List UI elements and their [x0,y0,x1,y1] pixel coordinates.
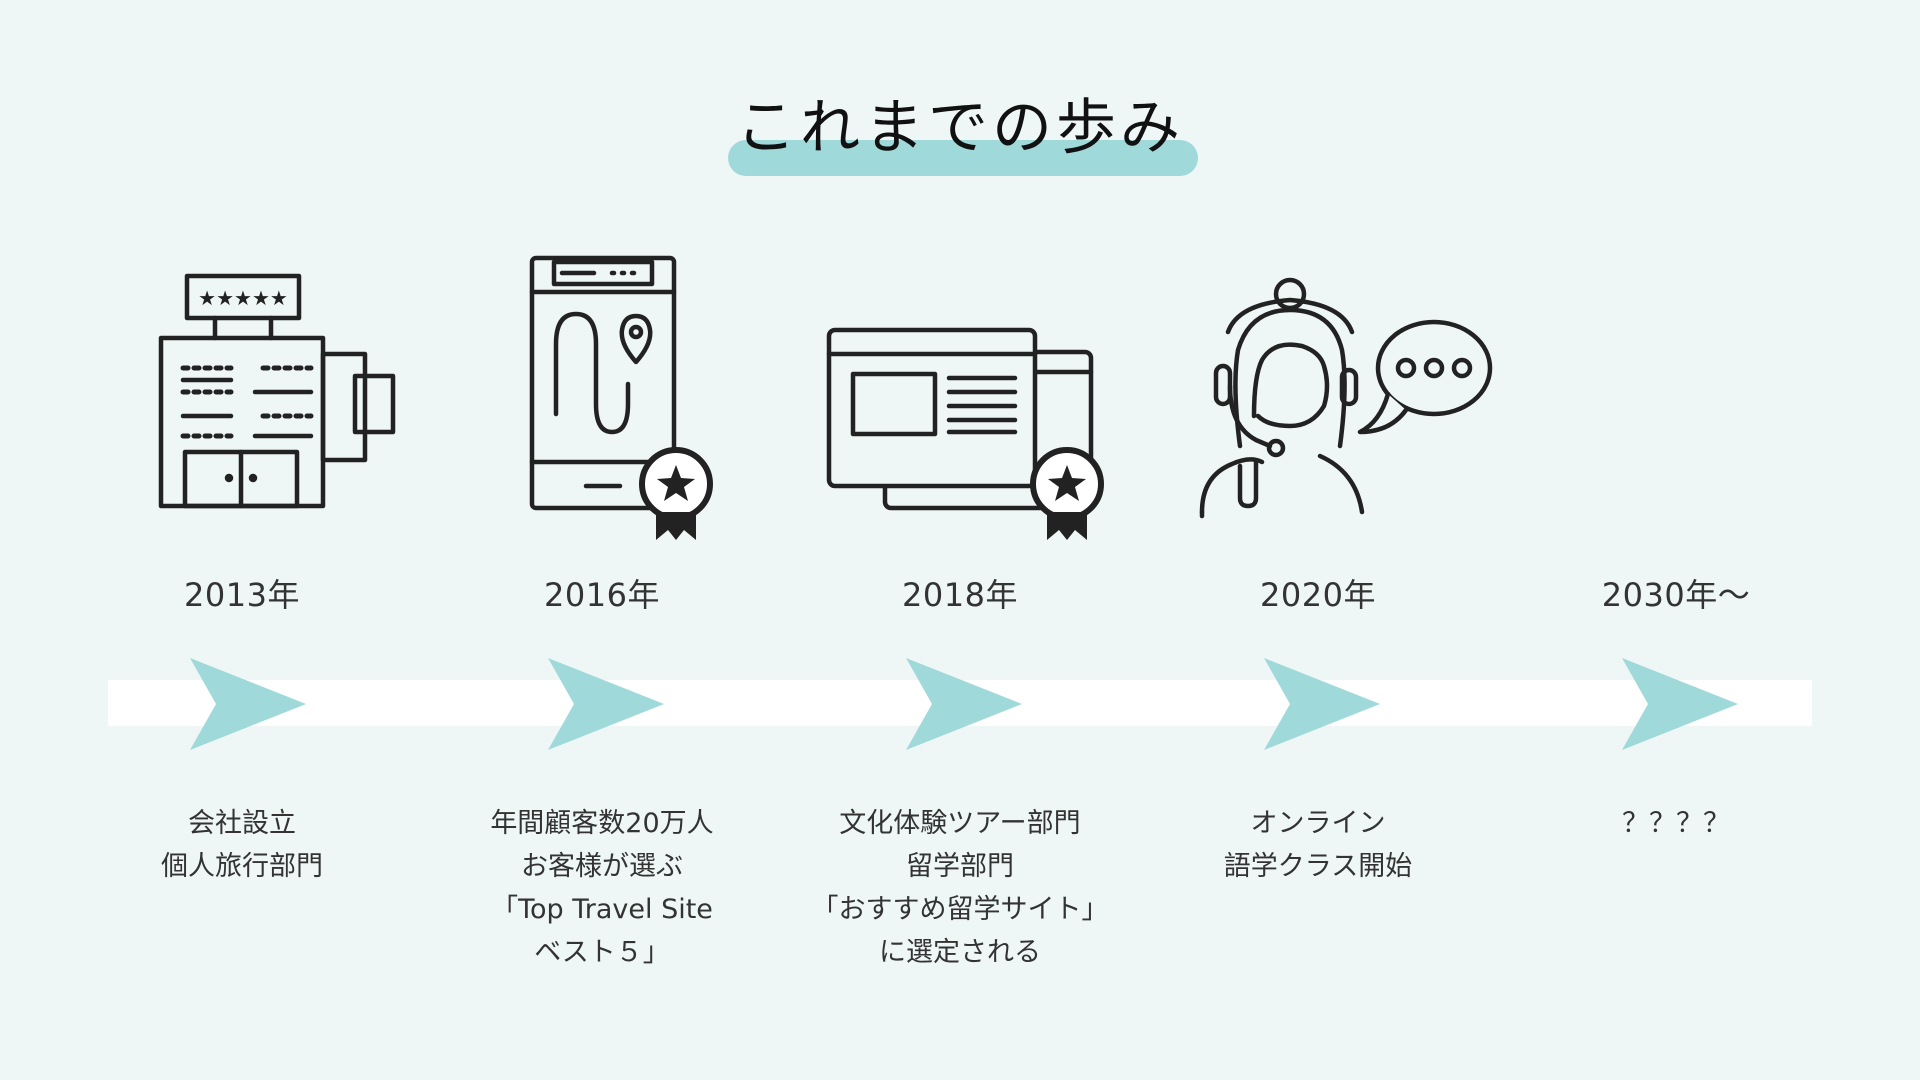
website-award-icon [825,326,1105,546]
timeline-year: 2030年～ [1601,576,1751,614]
hotel-building-icon: ★★★★★ [155,272,405,512]
timeline-arrow [190,658,306,750]
smartphone-map-award-icon [528,254,718,544]
page-title: これまでの歩み [736,93,1184,163]
support-agent-chat-icon [1192,276,1512,526]
timeline-year: 2016年 [544,576,660,614]
description-line: 留学部門 [906,851,1014,882]
description-line: 語学クラス開始 [1223,851,1413,882]
timeline-description: 文化体験ツアー部門 留学部門 「おすすめ留学サイト」 に選定される [790,802,1130,974]
timeline-arrow [548,658,664,750]
description-line: 「Top Travel Site [491,894,713,925]
description-line: お客様が選ぶ [521,851,683,882]
description-line: に選定される [879,937,1041,968]
description-line: 文化体験ツアー部門 [839,808,1081,839]
title-block: これまでの歩み [0,88,1920,198]
svg-text:★★★★★: ★★★★★ [198,286,288,310]
description-line: ？？？？ [1622,808,1730,839]
timeline-arrow [1622,658,1738,750]
description-line: 年間顧客数20万人 [490,808,714,839]
timeline-description: ？？？？ [1506,802,1846,845]
timeline-description: 会社設立 個人旅行部門 [72,802,412,888]
timeline-description: 年間顧客数20万人 お客様が選ぶ 「Top Travel Site ベスト５」 [432,802,772,974]
description-line: 「おすすめ留学サイト」 [811,894,1109,925]
timeline-year: 2018年 [902,576,1018,614]
timeline-arrow [1264,658,1380,750]
timeline-arrow [906,658,1022,750]
description-line: ベスト５」 [534,937,670,968]
timeline-year: 2020年 [1260,576,1376,614]
timeline-description: オンライン 語学クラス開始 [1148,802,1488,888]
description-line: 会社設立 [188,808,296,839]
title-highlight [728,140,1198,176]
description-line: 個人旅行部門 [161,851,323,882]
timeline-year: 2013年 [184,576,300,614]
description-line: オンライン [1250,808,1386,839]
